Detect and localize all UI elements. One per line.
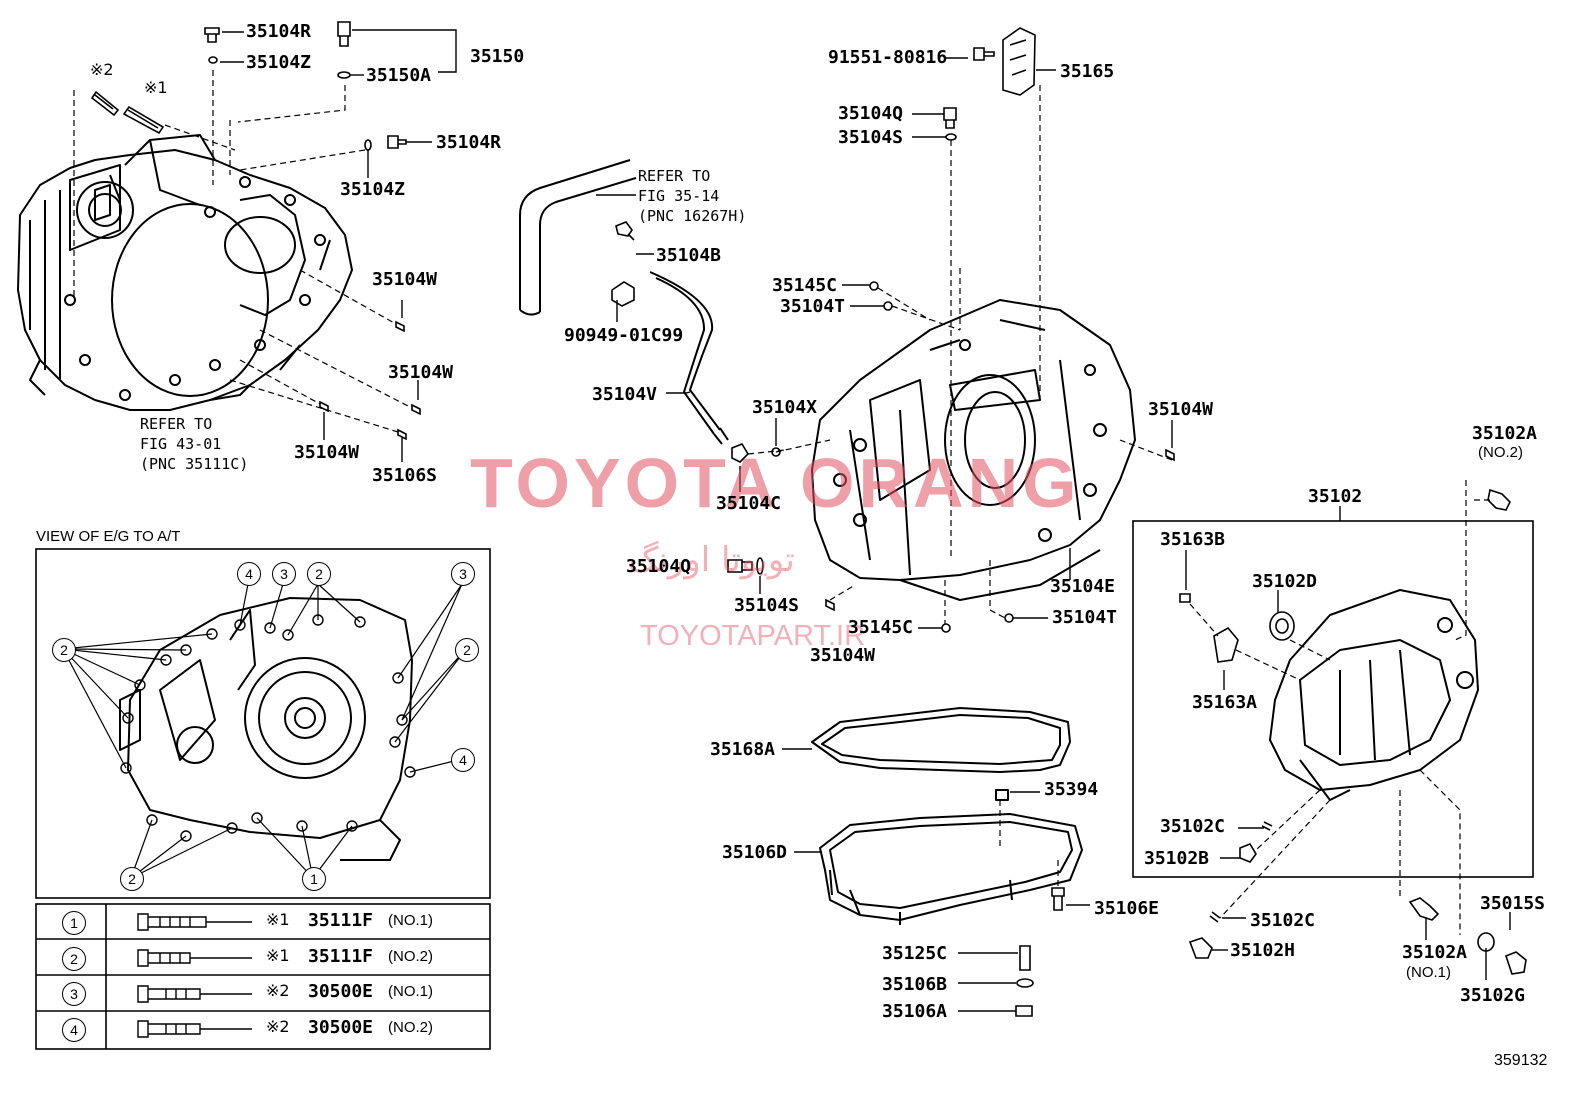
part-callout-35163b[interactable]: 35163B — [1160, 529, 1226, 550]
subassembly-box — [1132, 520, 1534, 878]
view-bolt-circle: 4 — [237, 562, 261, 586]
part-callout-35102d[interactable]: 35102D — [1252, 571, 1318, 592]
oil-pan-gasket — [811, 707, 1071, 773]
refer-note: REFER TO FIG 35-14 (PNC 16267H) — [638, 167, 747, 225]
part-callout-35104w[interactable]: 35104W — [388, 362, 454, 383]
view-bolt-circle: 4 — [451, 748, 475, 772]
bolt-number-circle: 3 — [62, 982, 86, 1006]
part-callout-35106d[interactable]: 35106D — [722, 842, 788, 863]
bolt-part-number: 35111F — [308, 946, 374, 967]
bracket-35165 — [1002, 27, 1036, 96]
converter-housing — [17, 149, 353, 411]
bolt-table-row: 1 ※1 35111F (NO.1) — [36, 904, 490, 938]
view-bolt-circle: 2 — [307, 562, 331, 586]
refer-note: REFER TO FIG 43-01 (PNC 35111C) — [140, 415, 249, 473]
bolt-number-circle: 2 — [62, 947, 86, 971]
part-callout-35106a[interactable]: 35106A — [882, 1001, 948, 1022]
part-callout-35104w[interactable]: 35104W — [810, 645, 876, 666]
oil-pan — [819, 813, 1083, 921]
part-callout-35102a[interactable]: 35102A — [1402, 942, 1468, 963]
part-callout-35394[interactable]: 35394 — [1044, 779, 1099, 800]
part-callout-35102a[interactable]: 35102A — [1472, 423, 1538, 444]
bolt-part-number: 30500E — [308, 1017, 374, 1038]
callout-subnote: (NO.2) — [1478, 444, 1523, 461]
bolt-number-circle: 4 — [62, 1018, 86, 1042]
bolt-marker: ※1 — [266, 910, 290, 929]
part-callout-35104z[interactable]: 35104Z — [340, 179, 406, 200]
part-callout-35015s[interactable]: 35015S — [1480, 893, 1546, 914]
callout-subnote: (NO.1) — [1406, 964, 1451, 981]
part-callout-91551-80816[interactable]: 91551-80816 — [828, 47, 948, 68]
part-callout-35150a[interactable]: 35150A — [366, 65, 432, 86]
view-bolt-circle: 3 — [272, 562, 296, 586]
bolt-marker: ※2 — [90, 60, 114, 79]
bolt-marker: ※2 — [266, 981, 290, 1000]
part-callout-35104c[interactable]: 35104C — [716, 493, 782, 514]
bolt-table-row: 3 ※2 30500E (NO.1) — [36, 975, 490, 1009]
view-bolt-circle: 1 — [302, 867, 326, 891]
part-callout-35104t[interactable]: 35104T — [1052, 607, 1118, 628]
part-callout-35104w[interactable]: 35104W — [294, 442, 360, 463]
bolt-note: (NO.1) — [388, 983, 433, 1000]
part-callout-35104s[interactable]: 35104S — [838, 127, 904, 148]
part-callout-35102g[interactable]: 35102G — [1460, 985, 1526, 1006]
part-callout-35165[interactable]: 35165 — [1060, 61, 1115, 82]
part-callout-35102b[interactable]: 35102B — [1144, 848, 1210, 869]
part-callout-35104w[interactable]: 35104W — [372, 269, 438, 290]
part-callout-35104x[interactable]: 35104X — [752, 397, 818, 418]
part-callout-35104q[interactable]: 35104Q — [626, 556, 692, 577]
bolt-marker: ※1 — [266, 946, 290, 965]
diagram-id: 359132 — [1494, 1052, 1548, 1069]
part-callout-35104q[interactable]: 35104Q — [838, 103, 904, 124]
bolt-note: (NO.1) — [388, 912, 433, 929]
part-callout-35104v[interactable]: 35104V — [592, 384, 658, 405]
part-callout-90949-01c99[interactable]: 90949-01C99 — [564, 325, 684, 346]
part-callout-35104s[interactable]: 35104S — [734, 595, 800, 616]
view-bolt-circle: 3 — [451, 562, 475, 586]
part-callout-35104r[interactable]: 35104R — [246, 21, 312, 42]
view-title: VIEW OF E/G TO A/T — [36, 528, 181, 545]
part-callout-35104t[interactable]: 35104T — [780, 296, 846, 317]
part-callout-35145c[interactable]: 35145C — [772, 275, 838, 296]
bolt-marker: ※2 — [266, 1017, 290, 1036]
bolt-note: (NO.2) — [388, 948, 433, 965]
part-callout-35145c[interactable]: 35145C — [848, 617, 914, 638]
part-callout-35106b[interactable]: 35106B — [882, 974, 948, 995]
part-callout-35163a[interactable]: 35163A — [1192, 692, 1258, 713]
part-callout-35106e[interactable]: 35106E — [1094, 898, 1160, 919]
view-bolt-circle: 2 — [52, 638, 76, 662]
bolt-table-row: 2 ※1 35111F (NO.2) — [36, 940, 490, 974]
part-callout-35102[interactable]: 35102 — [1308, 486, 1363, 507]
bolt-number-circle: 1 — [62, 911, 86, 935]
bolt-part-number: 35111F — [308, 910, 374, 931]
transfer-case — [1269, 589, 1479, 791]
bolt-marker: ※1 — [144, 78, 168, 97]
transaxle-case — [811, 299, 1136, 581]
part-callout-35104w[interactable]: 35104W — [1148, 399, 1214, 420]
view-housing — [127, 597, 413, 839]
view-bolt-circle: 2 — [120, 867, 144, 891]
part-callout-35104b[interactable]: 35104B — [656, 245, 722, 266]
bolt-table-row: 4 ※2 30500E (NO.2) — [36, 1011, 490, 1045]
part-callout-35150[interactable]: 35150 — [470, 46, 525, 67]
part-callout-35102h[interactable]: 35102H — [1230, 940, 1296, 961]
bolt-part-number: 30500E — [308, 981, 374, 1002]
part-callout-35104e[interactable]: 35104E — [1050, 576, 1116, 597]
part-callout-35168a[interactable]: 35168A — [710, 739, 776, 760]
part-callout-35102c[interactable]: 35102C — [1250, 910, 1316, 931]
bolt-note: (NO.2) — [388, 1019, 433, 1036]
part-callout-35104r[interactable]: 35104R — [436, 132, 502, 153]
view-bolt-circle: 2 — [455, 638, 479, 662]
converter-opening — [111, 203, 269, 397]
part-callout-35104z[interactable]: 35104Z — [246, 52, 312, 73]
bolt-table-frame — [35, 903, 491, 1050]
part-callout-35102c[interactable]: 35102C — [1160, 816, 1226, 837]
part-callout-35106s[interactable]: 35106S — [372, 465, 438, 486]
view-box — [35, 548, 491, 899]
part-callout-35125c[interactable]: 35125C — [882, 943, 948, 964]
case-bore — [944, 374, 1036, 506]
